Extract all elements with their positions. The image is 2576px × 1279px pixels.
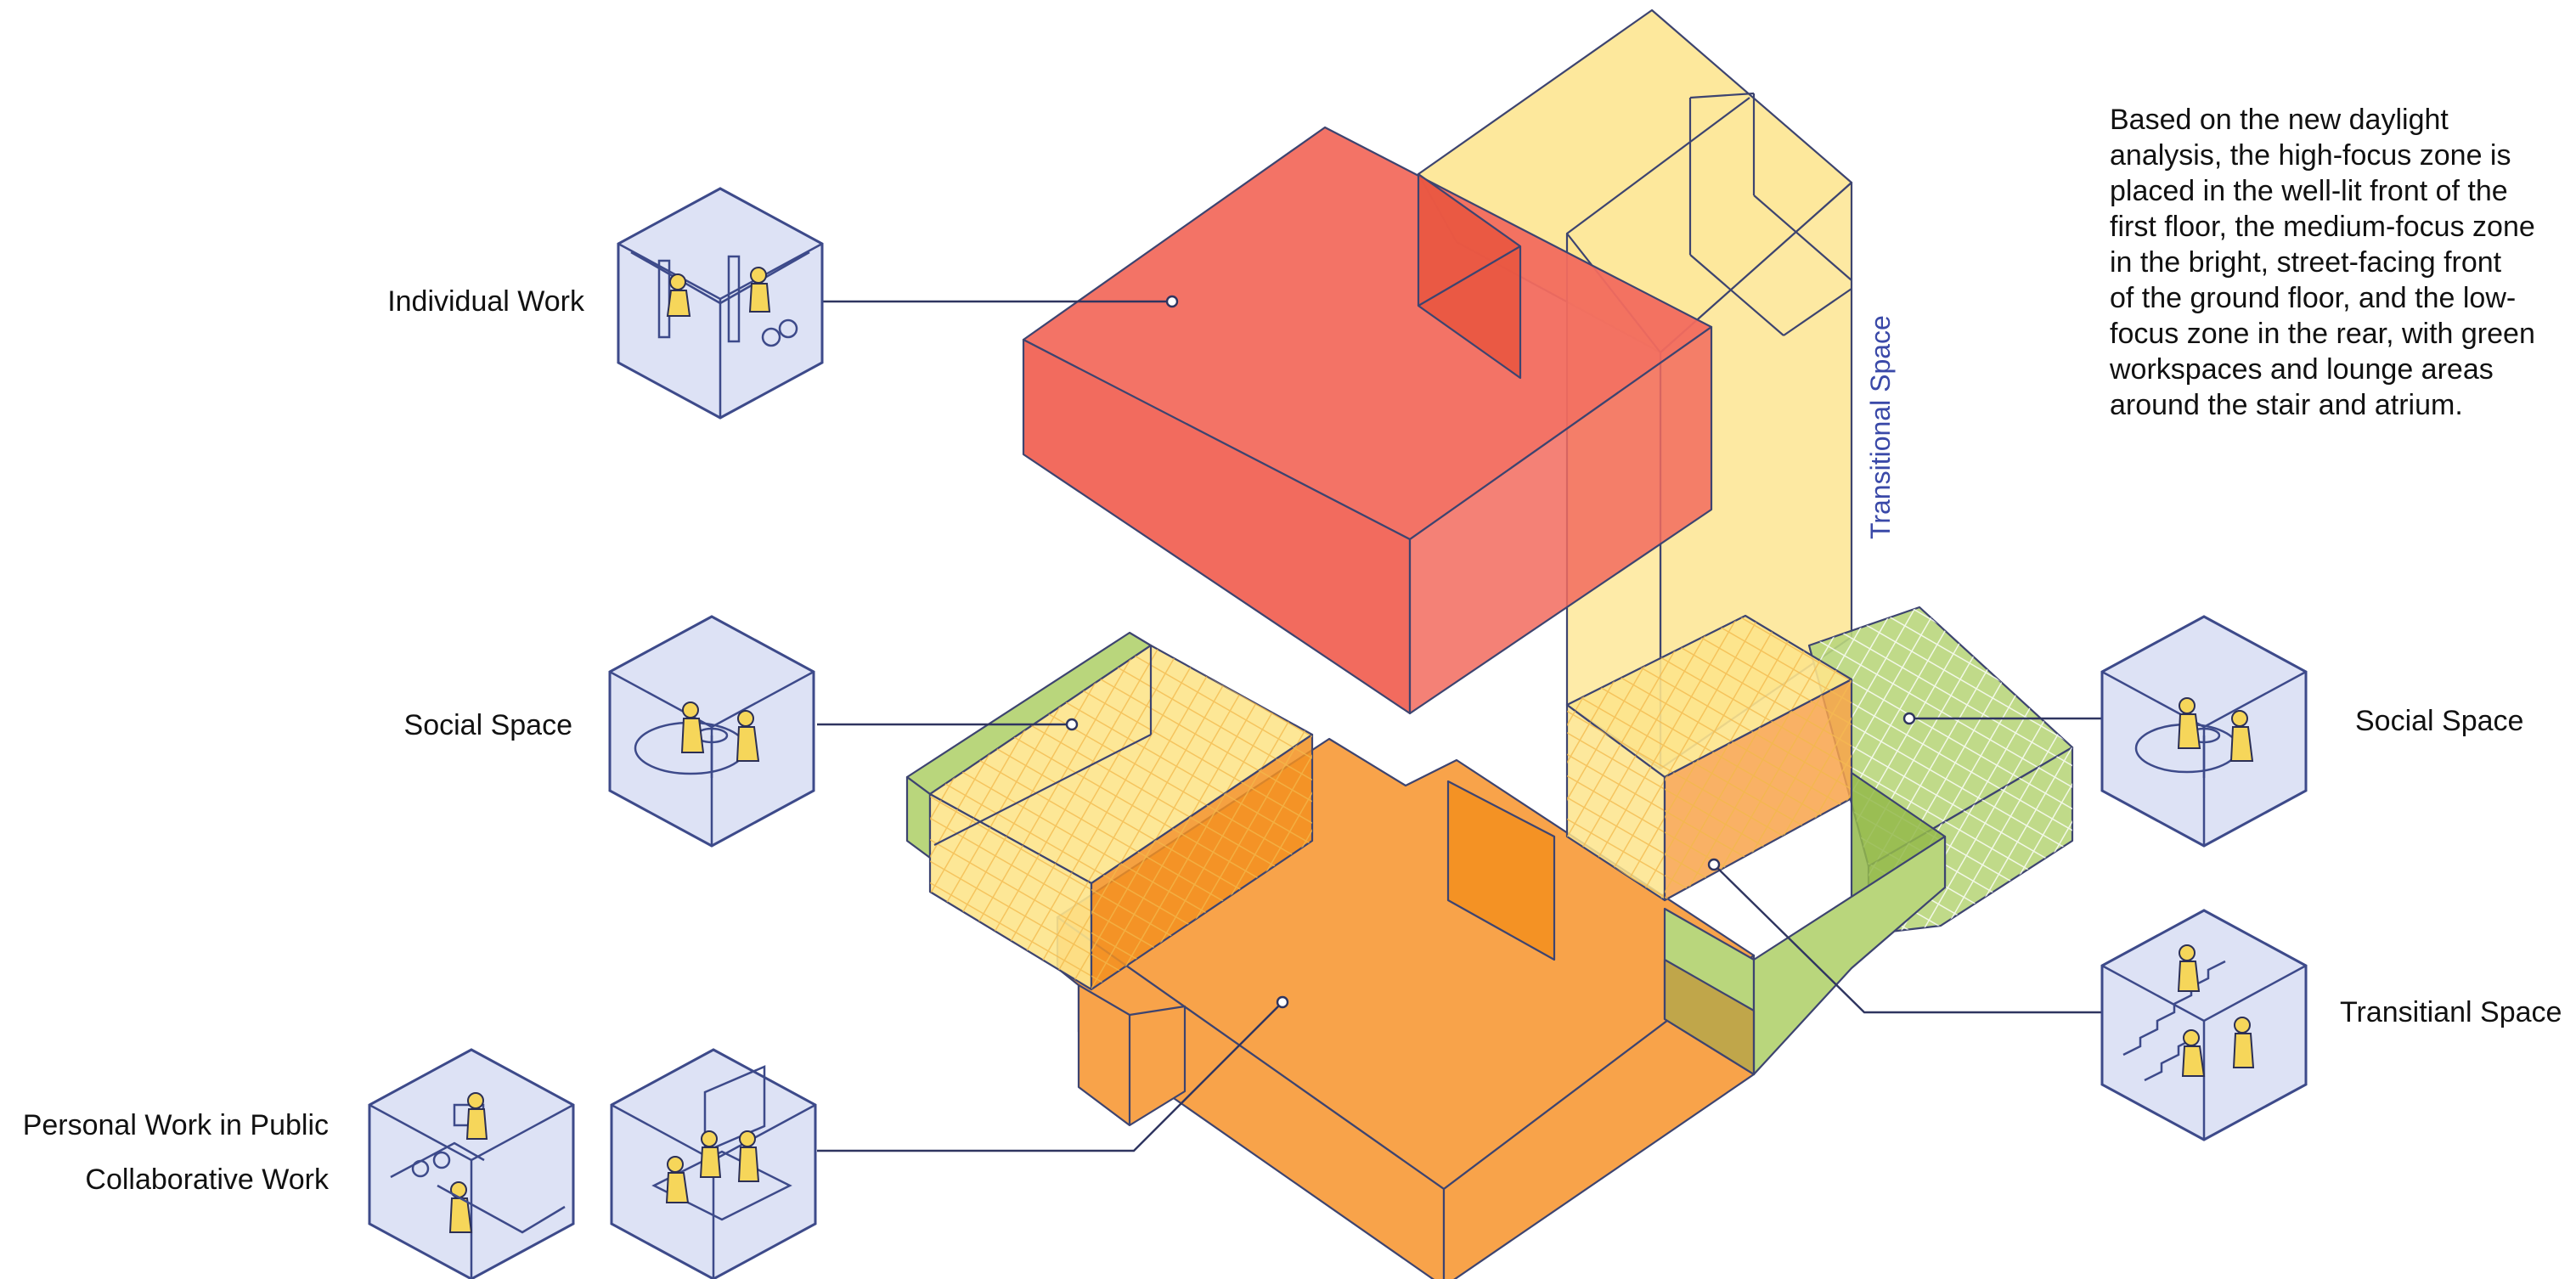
description-line: Based on the new daylight [2110,104,2449,136]
label-collaborative-work: Collaborative Work [85,1163,330,1196]
personal-work-public-icon [368,1048,575,1279]
description-line: of the ground floor, and the low- [2110,282,2516,314]
leaders [817,295,2105,1152]
description-line: around the stair and atrium. [2110,389,2463,421]
label-individual-work: Individual Work [387,285,585,318]
label-social-space-left: Social Space [404,709,572,741]
label-personal-work-public: Personal Work in Public [23,1109,329,1141]
label-social-space-right: Social Space [2355,705,2523,737]
description-line: analysis, the high-focus zone is [2110,139,2511,172]
anchor-social-left [1065,718,1079,731]
social-module-left [905,631,1314,991]
high-focus-block [1022,126,1713,715]
individual-work-icon [617,187,824,420]
anchor-social-right [1902,712,1916,725]
leader-collab-work [817,1001,1283,1152]
lounge-module-right [1446,606,2074,1076]
transitional-space-icon [2100,909,2308,1141]
label-transitional-space-vertical: Transitional Space [1865,315,1896,539]
description-line: placed in the well-lit front of the [2110,175,2508,207]
description-line: workspaces and lounge areas [2109,353,2494,386]
leader-transitional-right [1713,864,2105,1014]
label-transitional-space-right: Transitianl Space [2340,996,2562,1028]
description-line: first floor, the medium-focus zone [2110,211,2535,243]
anchor-transitional-right [1707,858,1721,871]
anchor-individual-work [1165,295,1179,308]
description-line: in the bright, street-facing front [2110,246,2502,279]
social-space-right-icon [2100,615,2308,848]
description-line: focus zone in the rear, with green [2110,318,2535,350]
social-space-left-icon [608,615,815,848]
description-paragraph: Based on the new daylight analysis, the … [2109,104,2535,421]
anchor-collab-work [1276,995,1289,1009]
collaborative-work-icon [610,1048,817,1279]
